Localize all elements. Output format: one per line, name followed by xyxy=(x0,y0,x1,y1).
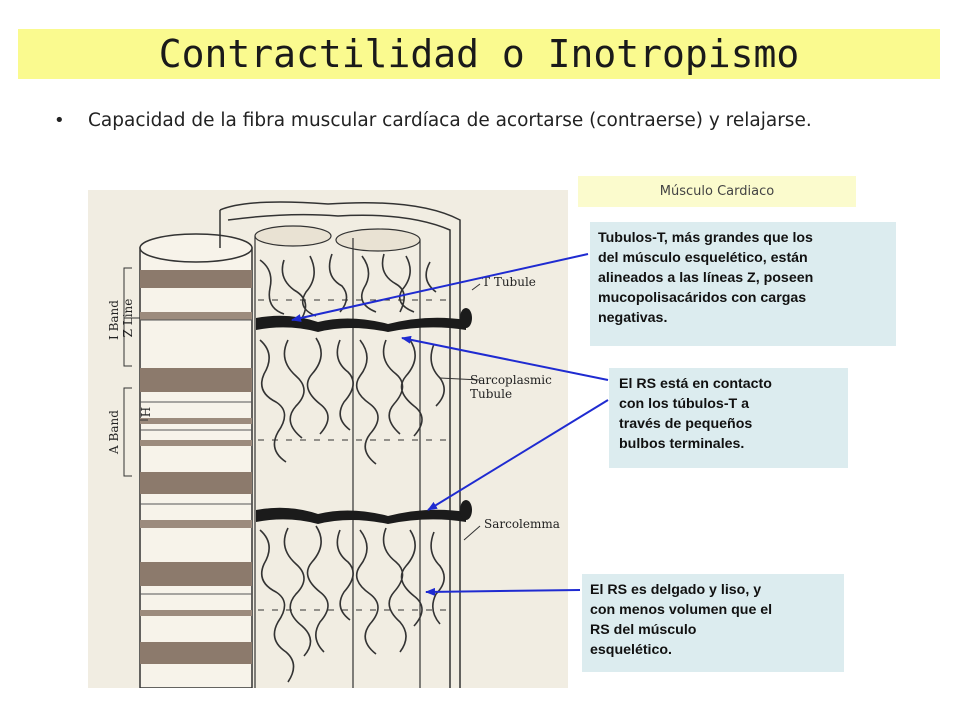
slide-title: Contractilidad o Inotropismo xyxy=(158,32,800,76)
sarcoplasmic-label-line2: Tubule xyxy=(470,387,512,401)
callout-rs-contact: El RS está en contacto con los túbulos-T… xyxy=(609,368,848,468)
figure-caption: Músculo Cardiaco xyxy=(578,176,856,207)
callout-line: alineados a las líneas Z, poseen xyxy=(598,270,814,286)
callout-line: RS del músculo xyxy=(590,622,697,638)
t-tubule-label: T Tubule xyxy=(482,275,536,289)
callout-t-tubules: Tubulos-T, más grandes que los del múscu… xyxy=(590,222,896,346)
bullet-text: Capacidad de la fibra muscular cardíaca … xyxy=(88,110,812,131)
callout-line: mucopolisacáridos con cargas xyxy=(598,290,807,306)
sarcolemma-outline xyxy=(219,201,461,688)
bullet-dot-icon: • xyxy=(54,110,65,131)
z-line-label: Z Line xyxy=(121,299,135,338)
callout-line: El RS está en contacto xyxy=(619,376,772,392)
bullet-point: • Capacidad de la fibra muscular cardíac… xyxy=(54,106,830,135)
callout-rs-thin: El RS es delgado y liso, y con menos vol… xyxy=(582,574,844,672)
myofibril-cylinder xyxy=(139,233,253,689)
a-band-label: A Band xyxy=(107,410,121,455)
cardiac-muscle-illustration: I Band Z Line A Band H xyxy=(88,190,568,689)
i-band-label: I Band xyxy=(107,300,121,340)
title-bar: Contractilidad o Inotropismo xyxy=(18,29,940,79)
callout-line: del músculo esquelético, están xyxy=(598,250,808,266)
sarcolemma-label: Sarcolemma xyxy=(484,517,560,531)
callout-line: con los túbulos-T a xyxy=(619,396,750,412)
callout-line: bulbos terminales. xyxy=(619,436,745,452)
callout-line: con menos volumen que el xyxy=(590,602,773,618)
cardiac-muscle-drawing: I Band Z Line A Band H xyxy=(107,201,560,689)
callout-line: Tubulos-T, más grandes que los xyxy=(598,230,813,246)
callout-line: través de pequeños xyxy=(619,416,753,432)
h-zone-label: H xyxy=(139,407,153,417)
sarcoplasmic-label-line1: Sarcoplasmic xyxy=(470,373,552,387)
callout-line: negativas. xyxy=(598,310,668,326)
callout-line: El RS es delgado y liso, y xyxy=(590,582,762,598)
band-brackets xyxy=(123,267,148,477)
callout-line: esquelético. xyxy=(590,642,673,658)
